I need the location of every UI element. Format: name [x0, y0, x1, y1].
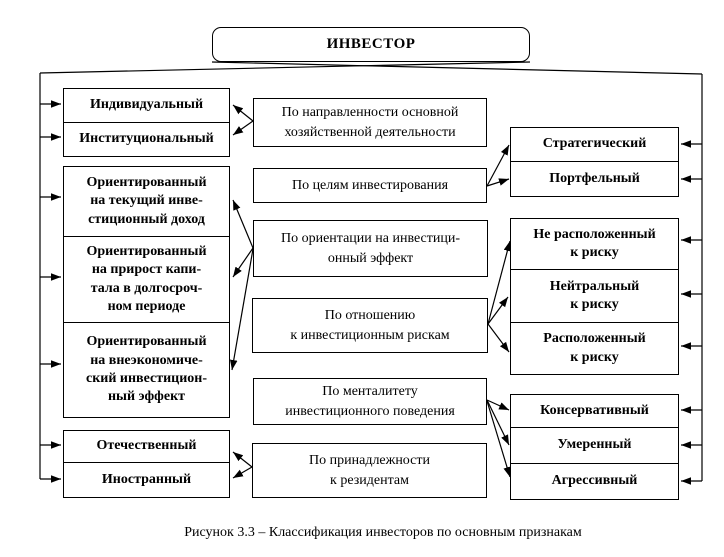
criterion-investment-mentality: По менталитету инвестиционного поведения	[253, 378, 487, 425]
figure-caption: Рисунок 3.3 – Классификация инвесторов п…	[184, 525, 582, 540]
box-aggressive: Агрессивный	[510, 463, 679, 500]
box-foreign: Иностранный	[63, 462, 230, 498]
box-portfolio: Портфельный	[510, 161, 679, 197]
box-domestic: Отечественный	[63, 430, 230, 463]
root-box-investor: ИНВЕСТОР	[212, 27, 530, 62]
criterion-business-direction: По направленности основной хозяйственной…	[253, 98, 487, 147]
box-strategic: Стратегический	[510, 127, 679, 162]
box-conservative: Консервативный	[510, 394, 679, 428]
box-risk-seeking: Расположенный к риску	[510, 322, 679, 375]
criterion-investment-goals: По целям инвестирования	[253, 168, 487, 203]
box-risk-averse: Не расположенный к риску	[510, 218, 679, 270]
box-risk-neutral: Нейтральный к риску	[510, 269, 679, 323]
box-current-income-oriented: Ориентированный на текущий инве- стицион…	[63, 166, 230, 237]
box-institutional: Институциональный	[63, 122, 230, 157]
box-noneconomic-effect-oriented: Ориентированный на внеэкономиче- ский ин…	[63, 322, 230, 418]
box-moderate: Умеренный	[510, 427, 679, 464]
branch-arrows	[40, 100, 702, 485]
criterion-residency: По принадлежности к резидентам	[252, 443, 487, 498]
criterion-risk-attitude: По отношению к инвестиционным рискам	[252, 298, 488, 353]
box-individual: Индивидуальный	[63, 88, 230, 123]
box-capital-growth-oriented: Ориентированный на прирост капи- тала в …	[63, 236, 230, 323]
criterion-investment-effect: По ориентации на инвестици- онный эффект	[253, 220, 488, 277]
root-split-lines	[39, 61, 703, 481]
